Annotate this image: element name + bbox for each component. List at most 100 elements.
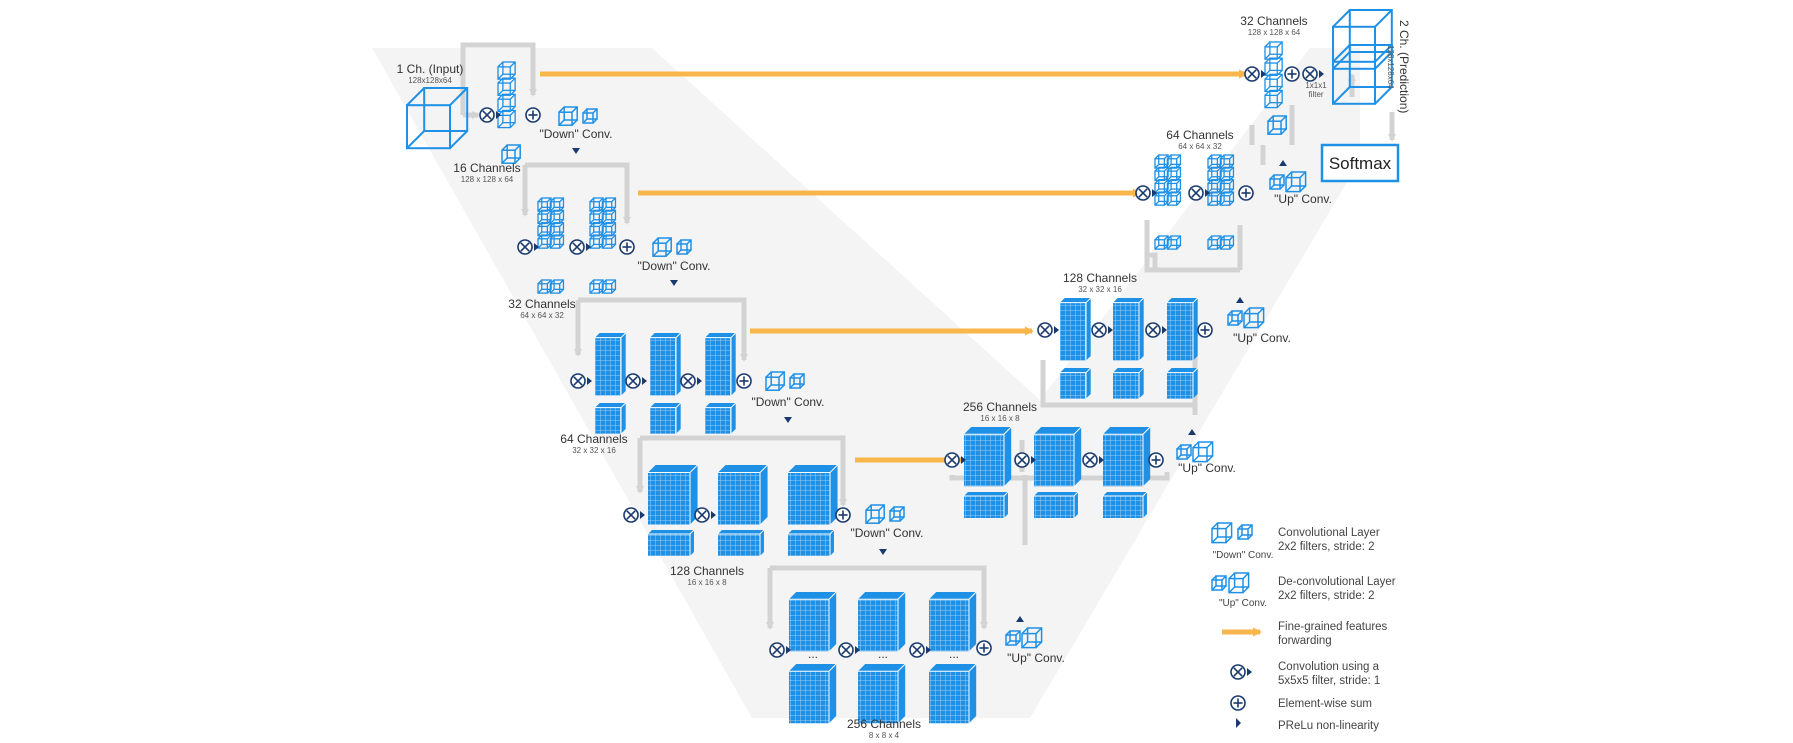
convolution-icon-stroke — [573, 376, 583, 386]
cube-back-face — [563, 106, 578, 121]
cube-edge — [449, 130, 468, 149]
cube-edge — [1035, 627, 1043, 635]
cube-edge — [1247, 534, 1253, 540]
enc1-small-cube — [501, 144, 521, 164]
enc3-small-2 — [650, 402, 682, 434]
cube-back-face — [1223, 235, 1235, 247]
convolution-icon — [1230, 664, 1252, 680]
convolution-icon-stroke — [683, 376, 693, 386]
stack-cube — [1166, 154, 1182, 169]
cube-edge — [865, 517, 872, 524]
down-conv-cube-large — [652, 237, 672, 257]
cube-back-face — [593, 234, 604, 246]
cube-back-face — [870, 504, 885, 519]
cube-front-face — [1166, 195, 1178, 206]
cube-edge — [686, 239, 692, 245]
cube-edge — [1035, 641, 1043, 649]
cube-front-face — [1166, 182, 1178, 194]
cube-edge — [665, 237, 672, 244]
cube-back-face — [1170, 166, 1182, 178]
stack-cube — [1264, 57, 1283, 76]
convolution-icon-stroke — [772, 645, 782, 655]
prelu-icon — [1162, 326, 1167, 334]
stack-cube — [601, 279, 617, 294]
cube-front-face — [1332, 25, 1376, 70]
up-conv-label-2: "Up" Conv. — [1178, 461, 1236, 475]
convolution-icon-stroke — [628, 376, 638, 386]
output-dims-label: 128x128x64 — [1386, 45, 1395, 89]
cube-edge — [1021, 627, 1029, 635]
connector-line — [525, 162, 631, 225]
down-conv-cube-small — [676, 239, 692, 255]
cube-edge — [546, 197, 552, 203]
cube-front-face — [601, 283, 613, 294]
cube-edge — [546, 279, 552, 285]
down-triangle-icon — [784, 417, 792, 423]
cube-edge — [1163, 154, 1169, 160]
enc3-block-3 — [705, 332, 737, 396]
dec3-block-3 — [1167, 297, 1199, 361]
cube-edge — [406, 87, 425, 106]
dec1-stack — [1264, 41, 1283, 109]
element-wise-sum-icon — [525, 107, 541, 123]
cube-edge — [1211, 585, 1217, 591]
enc4-channels-label: 128 Channels — [670, 564, 744, 578]
cube-edge — [1211, 536, 1219, 544]
cube-edge — [1219, 191, 1225, 197]
block-grid — [648, 533, 690, 556]
cube-edge — [1229, 235, 1234, 241]
cube-back-face — [1273, 174, 1285, 186]
cube-front-face — [1154, 239, 1166, 250]
convolution-icon — [517, 239, 539, 255]
cube-front-face — [789, 377, 801, 389]
cube-back-face — [1158, 166, 1169, 178]
cube-back-face — [586, 108, 598, 120]
legend-prelu-icon — [1236, 718, 1241, 728]
cube-edge — [1276, 57, 1283, 64]
cube-edge — [497, 122, 504, 129]
cube-front-face — [549, 225, 561, 237]
cube-edge — [1264, 53, 1271, 60]
cube-edge — [598, 222, 604, 227]
cube-back-face — [1241, 524, 1253, 536]
down-conv-cube-large — [865, 504, 885, 524]
convolution-icon — [625, 373, 647, 389]
dec3-block-2 — [1113, 297, 1145, 361]
cube-back-face — [1211, 166, 1222, 178]
cube-edge — [549, 209, 555, 215]
dec4-block-3 — [1103, 426, 1151, 487]
dec2-small-1 — [1154, 235, 1182, 250]
cube-edge — [1242, 572, 1250, 580]
cube-edge — [1269, 184, 1275, 190]
legend-conv-desc: 2x2 filters, stride: 2 — [1278, 541, 1375, 553]
block-grid — [718, 472, 760, 525]
cube-edge — [676, 249, 682, 255]
cube-edge — [652, 237, 659, 244]
cube-front-face — [549, 201, 561, 212]
cube-edge — [1264, 69, 1271, 76]
block-grid — [1167, 372, 1193, 399]
cube-edge — [1264, 73, 1271, 80]
cube-edge — [598, 209, 604, 215]
dec2-stack-2 — [1207, 154, 1235, 206]
cube-back-face — [1215, 575, 1227, 587]
element-wise-sum-icon — [1148, 452, 1164, 468]
cube-front-face — [1207, 158, 1219, 169]
convolution-icon-stroke — [626, 510, 636, 520]
cube-edge — [537, 243, 543, 249]
enc5-block-2 — [858, 591, 906, 652]
cube-back-face — [1290, 171, 1307, 187]
cube-front-face — [1219, 170, 1231, 182]
cube-back-face — [1216, 522, 1233, 538]
stack-cube — [497, 93, 516, 113]
filter-1x1x1-label: 1x1x1 — [1305, 81, 1327, 90]
cube-back-face — [605, 279, 617, 291]
down-triangle-icon — [879, 549, 887, 555]
prelu-icon — [1054, 326, 1059, 334]
block-grid — [858, 671, 898, 724]
cube-front-face — [1207, 239, 1219, 250]
cube-edge — [1285, 185, 1293, 193]
cube-edge — [589, 234, 595, 240]
cube-front-face — [1192, 446, 1208, 463]
enc5-block-5 — [858, 663, 906, 724]
